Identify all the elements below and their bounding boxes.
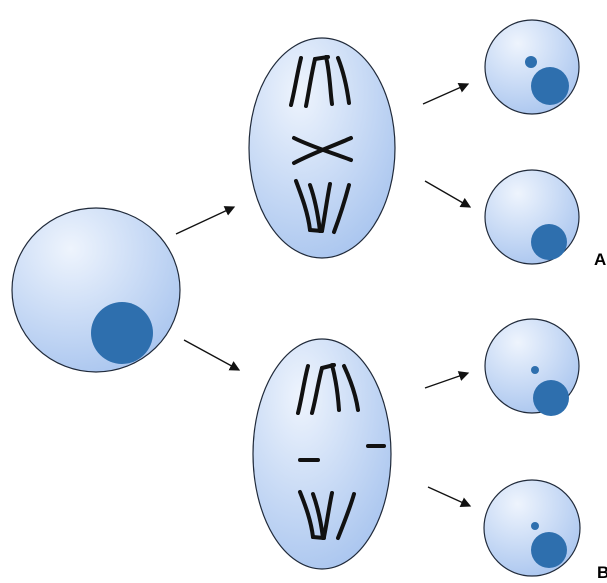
- arrow-to-daughter-cell-2: [425, 181, 470, 207]
- dividing-cell-bottom: [253, 339, 391, 569]
- path-label-b: B: [597, 563, 607, 583]
- path-label-a: A: [594, 250, 606, 270]
- extra-chromosome-dot: [531, 522, 539, 530]
- extra-chromosome-dot: [531, 366, 539, 374]
- daughter-cell-b2: [484, 480, 580, 576]
- arrow-to-daughter-cell-1: [423, 84, 468, 104]
- daughter-nucleus: [531, 224, 567, 260]
- daughter-cell-a2: [485, 170, 579, 264]
- arrow-to-bottom-dividing-cell: [184, 340, 239, 370]
- daughter-cell-b1: [485, 319, 579, 416]
- daughter-nucleus: [531, 532, 567, 568]
- arrow-to-top-dividing-cell: [176, 207, 234, 234]
- daughter-nucleus: [531, 67, 569, 105]
- daughter-nucleus: [533, 380, 569, 416]
- extra-chromosome-dot: [525, 56, 537, 68]
- arrow-to-daughter-cell-3: [425, 373, 468, 388]
- parent-cell: [12, 208, 180, 372]
- arrow-to-daughter-cell-4: [428, 487, 470, 506]
- dividing-cell-top: [249, 38, 395, 258]
- daughter-cell-a1: [485, 20, 579, 114]
- parent-nucleus: [91, 302, 153, 364]
